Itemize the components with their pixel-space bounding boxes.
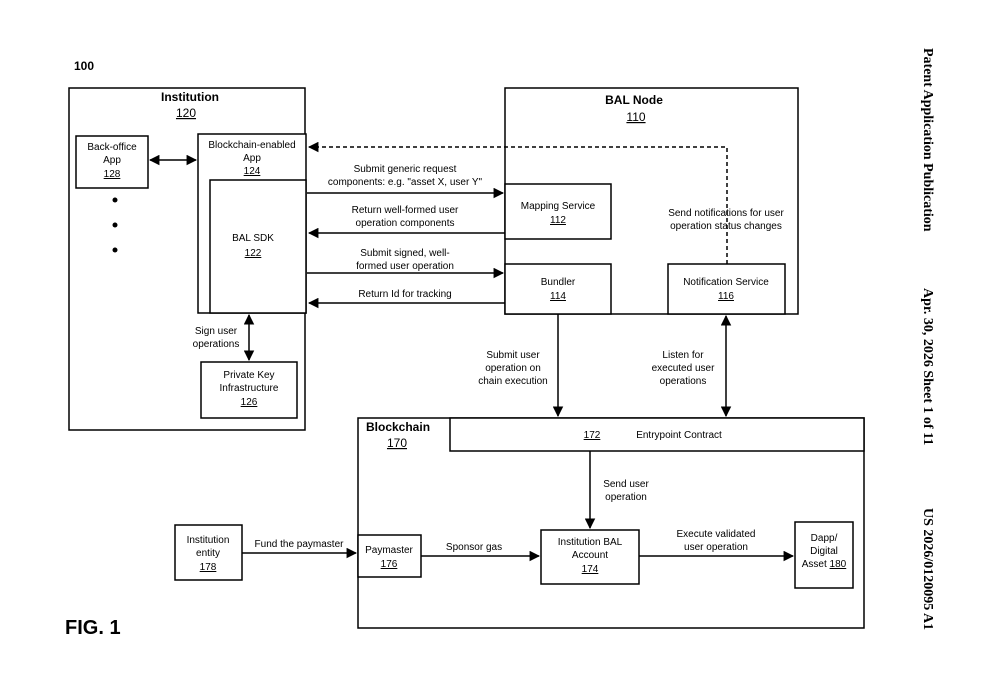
bundler-ref: 114 xyxy=(550,291,566,302)
pki-label-1: Private Key xyxy=(223,370,274,381)
blockchain-enabled-app-ref: 124 xyxy=(244,166,261,177)
submit-onchain-label-2: operation on xyxy=(485,363,541,374)
return-well-formed-label-2: operation components xyxy=(356,218,455,229)
submit-signed-label-1: Submit signed, well- xyxy=(360,248,449,259)
patent-doc-number: US 2026/0120095 A1 xyxy=(920,508,935,630)
institution-title: Institution xyxy=(161,90,219,104)
ellipsis-dot xyxy=(112,247,118,253)
entrypoint-contract-box xyxy=(449,417,865,452)
institution-entity-box xyxy=(174,524,243,581)
listen-executed-label-1: Listen for xyxy=(662,350,704,361)
blockchain-enabled-app-label-2: App xyxy=(243,153,261,164)
send-notifications-dashed-arrow xyxy=(307,141,728,264)
ellipsis-dot xyxy=(112,222,118,228)
send-user-operation-label-1: Send user xyxy=(603,479,649,490)
dapp-digital-asset-box xyxy=(794,521,854,589)
notification-service-label: Notification Service xyxy=(683,277,769,288)
submit-generic-label-1: Submit generic request xyxy=(354,164,457,175)
figure-number: 100 xyxy=(74,59,94,73)
institution-entity-label-2: entity xyxy=(196,548,220,559)
blockchain-title: Blockchain xyxy=(366,420,430,434)
institution-entity-label-1: Institution xyxy=(187,535,230,546)
bal-sdk-box xyxy=(209,179,307,314)
bal-account-label-2: Account xyxy=(572,550,608,561)
pki-label-2: Infrastructure xyxy=(220,383,279,394)
blockchain-container xyxy=(357,417,865,629)
return-well-formed-label-1: Return well-formed user xyxy=(352,205,459,216)
mapping-service-ref: 112 xyxy=(550,215,566,226)
execute-validated-label-2: user operation xyxy=(684,542,748,553)
back-office-app-label-1: Back-office xyxy=(87,142,137,153)
submit-onchain-label-3: chain execution xyxy=(478,376,548,387)
listen-executed-label-3: operations xyxy=(660,376,707,387)
bal-account-ref: 174 xyxy=(582,564,599,575)
paymaster-label: Paymaster xyxy=(365,545,413,556)
bal-sdk-label: BAL SDK xyxy=(232,233,274,244)
figure-caption: FIG. 1 xyxy=(65,617,121,639)
bundler-label: Bundler xyxy=(541,277,576,288)
submit-onchain-label-1: Submit user xyxy=(486,350,540,361)
private-key-infrastructure-box xyxy=(200,361,298,419)
blockchain-ref: 170 xyxy=(387,436,407,450)
entrypoint-contract-label: Entrypoint Contract xyxy=(636,430,722,441)
institution-entity-ref: 178 xyxy=(200,562,217,573)
submit-generic-label-2: components: e.g. "asset X, user Y" xyxy=(328,177,483,188)
back-office-app-ref: 128 xyxy=(104,169,121,180)
return-id-label: Return Id for tracking xyxy=(358,289,451,300)
notification-service-ref: 116 xyxy=(718,291,734,302)
submit-signed-label-2: formed user operation xyxy=(356,261,454,272)
patent-side-header: Patent Application Publication Apr. 30, … xyxy=(920,48,935,630)
notification-service-box xyxy=(667,263,786,315)
back-office-app-box xyxy=(75,135,149,189)
bal-node-title: BAL Node xyxy=(605,93,663,107)
patent-publication-label: Patent Application Publication xyxy=(920,48,935,232)
send-user-operation-label-2: operation xyxy=(605,492,647,503)
listen-executed-label-2: executed user xyxy=(652,363,715,374)
entrypoint-contract-ref: 172 xyxy=(584,430,601,441)
bundler-box xyxy=(504,263,612,315)
blockchain-enabled-app-label-1: Blockchain-enabled xyxy=(208,140,295,151)
patent-date-sheet: Apr. 30, 2026 Sheet 1 of 11 xyxy=(920,288,935,445)
pki-ref: 126 xyxy=(241,397,258,408)
dapp-asset-word: Asset xyxy=(802,559,827,570)
institution-bal-account-box xyxy=(540,529,640,585)
mapping-service-box xyxy=(504,183,612,240)
sign-user-operations-label-1: Sign user xyxy=(195,326,238,337)
institution-ref: 120 xyxy=(176,106,196,120)
dapp-label-1: Dapp/ xyxy=(811,533,838,544)
dapp-label-3: Asset 180 xyxy=(802,559,847,570)
ellipsis-dot xyxy=(112,197,118,203)
paymaster-box xyxy=(357,534,422,578)
sign-user-operations-label-2: operations xyxy=(193,339,240,350)
back-office-app-label-2: App xyxy=(103,155,121,166)
send-notifications-label-1: Send notifications for user xyxy=(668,208,784,219)
bal-account-label-1: Institution BAL xyxy=(558,537,623,548)
sponsor-gas-label: Sponsor gas xyxy=(446,542,502,553)
execute-validated-label-1: Execute validated xyxy=(677,529,756,540)
paymaster-ref: 176 xyxy=(381,559,398,570)
send-notifications-label-2: operation status changes xyxy=(670,221,782,232)
bal-sdk-ref: 122 xyxy=(245,248,262,259)
fund-paymaster-label: Fund the paymaster xyxy=(255,539,345,550)
dapp-ref: 180 xyxy=(830,559,847,570)
mapping-service-label: Mapping Service xyxy=(521,201,596,212)
bal-node-ref: 110 xyxy=(626,110,645,124)
dapp-label-2: Digital xyxy=(810,546,838,557)
